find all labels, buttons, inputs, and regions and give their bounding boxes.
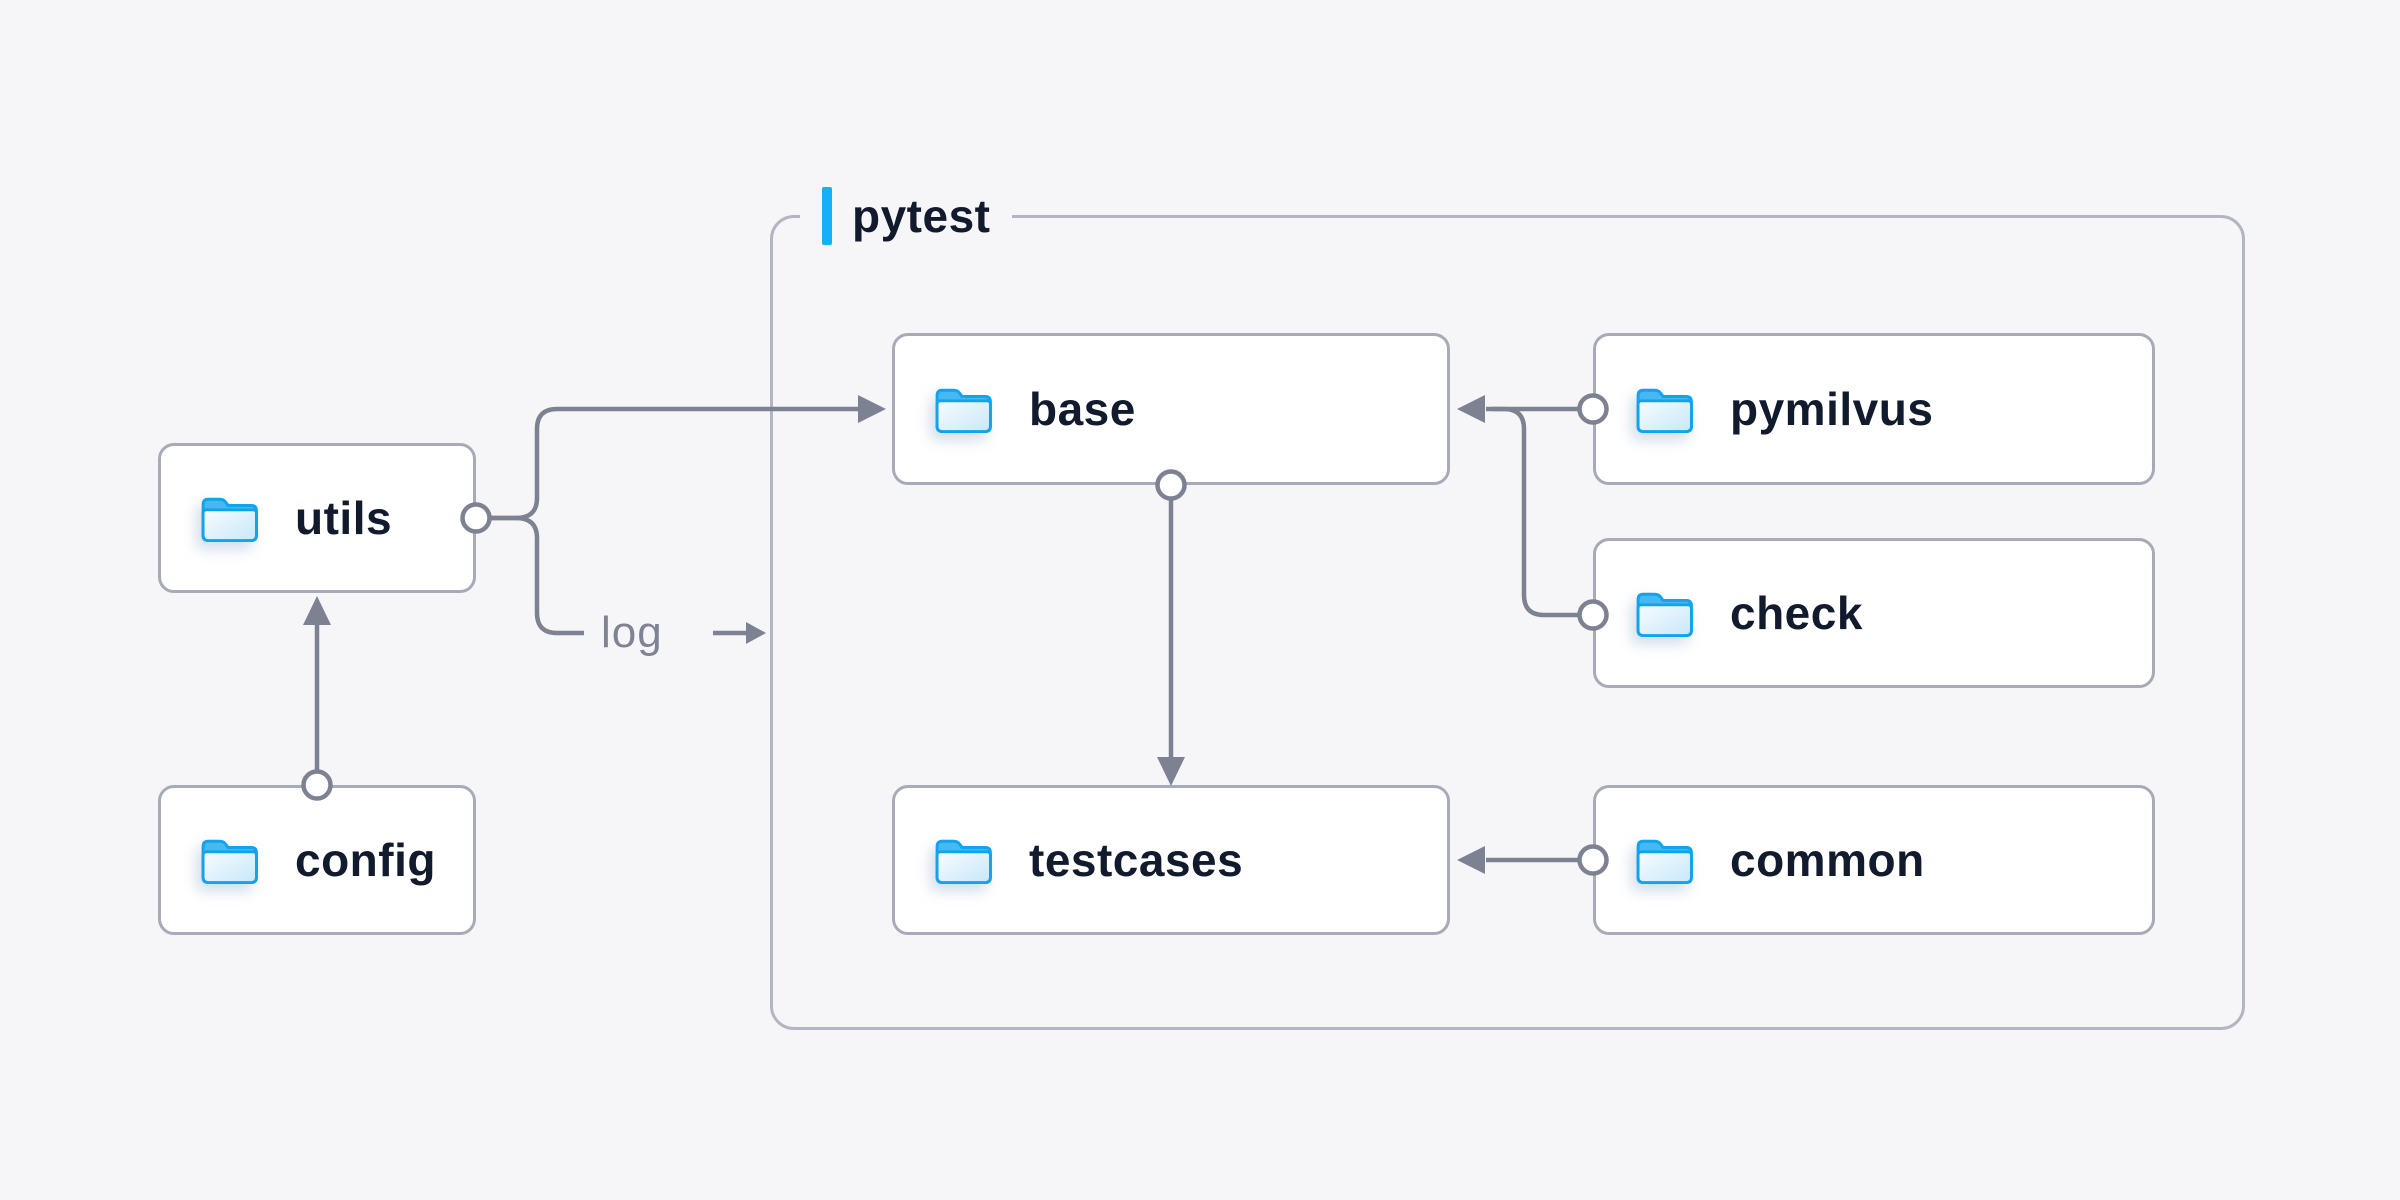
- node-label: base: [1029, 383, 1136, 435]
- folder-icon: [935, 388, 992, 434]
- node-label: check: [1730, 587, 1863, 639]
- pytest-group-label: pytest: [800, 186, 1013, 246]
- node-label: config: [295, 834, 436, 886]
- node-label: pymilvus: [1730, 383, 1934, 435]
- group-title: pytest: [852, 190, 991, 242]
- node-label: utils: [295, 492, 393, 544]
- node-common: common: [1593, 785, 2155, 935]
- folder-icon: [1636, 592, 1693, 638]
- pytest-group-box: [770, 215, 2245, 1030]
- folder-icon: [1636, 388, 1693, 434]
- node-config: config: [158, 785, 476, 935]
- folder-icon: [1636, 839, 1693, 885]
- node-check: check: [1593, 538, 2155, 688]
- node-testcases: testcases: [892, 785, 1450, 935]
- node-pymilvus: pymilvus: [1593, 333, 2155, 485]
- node-label: common: [1730, 834, 1925, 886]
- node-base: base: [892, 333, 1450, 485]
- label-accent-bar: [822, 187, 832, 245]
- folder-icon: [201, 839, 258, 885]
- node-label: testcases: [1029, 834, 1244, 886]
- folder-icon: [935, 839, 992, 885]
- folder-icon: [201, 497, 258, 543]
- node-utils: utils: [158, 443, 476, 593]
- edge-label-log: log: [601, 608, 663, 657]
- edge-config-utils: [303, 596, 331, 771]
